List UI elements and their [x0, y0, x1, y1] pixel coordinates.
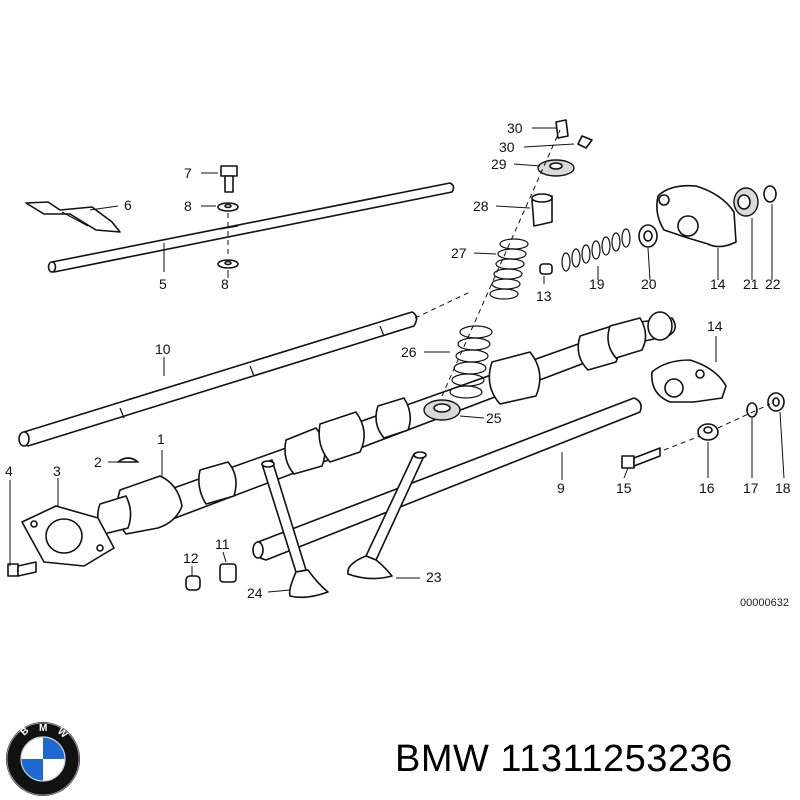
- label-part-19: 19: [589, 276, 605, 292]
- label-part-5: 5: [159, 276, 167, 292]
- label-part-30-upper: 30: [507, 120, 523, 136]
- part-29-spring-retainer: [537, 159, 575, 177]
- label-part-6: 6: [124, 197, 132, 213]
- label-part-2: 2: [94, 454, 102, 470]
- label-part-4: 4: [5, 463, 13, 479]
- part-24-valve: [261, 459, 329, 599]
- label-part-9: 9: [557, 480, 565, 496]
- part-7-bolt: [220, 165, 238, 193]
- diagram-reference-code: 00000632: [740, 597, 789, 609]
- part-15-bolt: [621, 447, 661, 469]
- part-30-valve-keeper-lower: [577, 135, 593, 149]
- label-part-28: 28: [473, 198, 489, 214]
- part-number-caption: BMW 11311253236: [395, 738, 733, 780]
- label-part-23: 23: [426, 569, 442, 585]
- part-11-sleeve: [219, 563, 237, 583]
- part-9-shaft: [252, 397, 642, 561]
- part-5-shaft: [47, 182, 455, 273]
- part-25-spring-seat: [423, 399, 461, 421]
- part-14-rocker-arm-lower: [651, 359, 727, 403]
- part-19-spring: [561, 228, 631, 272]
- part-23-valve: [347, 451, 427, 580]
- part-27-valve-spring: [489, 238, 529, 300]
- label-part-21: 21: [743, 276, 759, 292]
- label-part-15: 15: [616, 480, 632, 496]
- label-part-10: 10: [155, 341, 171, 357]
- part-2-key: [117, 457, 139, 463]
- label-part-1: 1: [157, 431, 165, 447]
- part-28-valve-stem-seal: [531, 193, 553, 227]
- label-part-8-lower: 8: [221, 276, 229, 292]
- part-8-washer-bottom: [217, 259, 239, 269]
- label-part-18: 18: [775, 480, 791, 496]
- label-part-20: 20: [641, 276, 657, 292]
- label-part-3: 3: [53, 463, 61, 479]
- part-12-pin: [185, 575, 201, 591]
- part-4-bolt: [7, 561, 37, 577]
- svg-text:M: M: [39, 723, 47, 734]
- label-part-7: 7: [184, 165, 192, 181]
- part-30-valve-keeper-upper: [555, 119, 569, 139]
- part-3-flange: [21, 505, 115, 567]
- part-17-washer: [746, 402, 758, 418]
- label-part-17: 17: [743, 480, 759, 496]
- part-16-spacer: [697, 423, 719, 441]
- label-part-12: 12: [183, 550, 199, 566]
- part-20-washer: [638, 224, 658, 248]
- label-part-14-upper: 14: [710, 276, 726, 292]
- part-8-washer-top: [217, 202, 239, 212]
- label-part-16: 16: [699, 480, 715, 496]
- part-14-rocker-arm-upper: [656, 184, 737, 248]
- part-18-nut: [767, 392, 785, 412]
- label-part-27: 27: [451, 245, 467, 261]
- leader-lines: [9, 127, 785, 593]
- part-10-rocker-shaft: [18, 311, 418, 447]
- part-6-bracket: [25, 201, 121, 233]
- label-part-30-lower: 30: [499, 139, 515, 155]
- part-13-plug: [539, 263, 553, 275]
- label-part-29: 29: [491, 156, 507, 172]
- label-part-14-lower: 14: [707, 318, 723, 334]
- bmw-logo: B M W: [6, 722, 80, 796]
- label-part-24: 24: [247, 585, 263, 601]
- label-part-11: 11: [215, 536, 230, 552]
- label-part-13: 13: [536, 288, 552, 304]
- part-21-bushing: [733, 187, 759, 217]
- label-part-22: 22: [765, 276, 781, 292]
- label-part-25: 25: [486, 410, 502, 426]
- part-22-ring: [763, 185, 777, 203]
- label-part-8-upper: 8: [184, 198, 192, 214]
- label-part-26: 26: [401, 344, 417, 360]
